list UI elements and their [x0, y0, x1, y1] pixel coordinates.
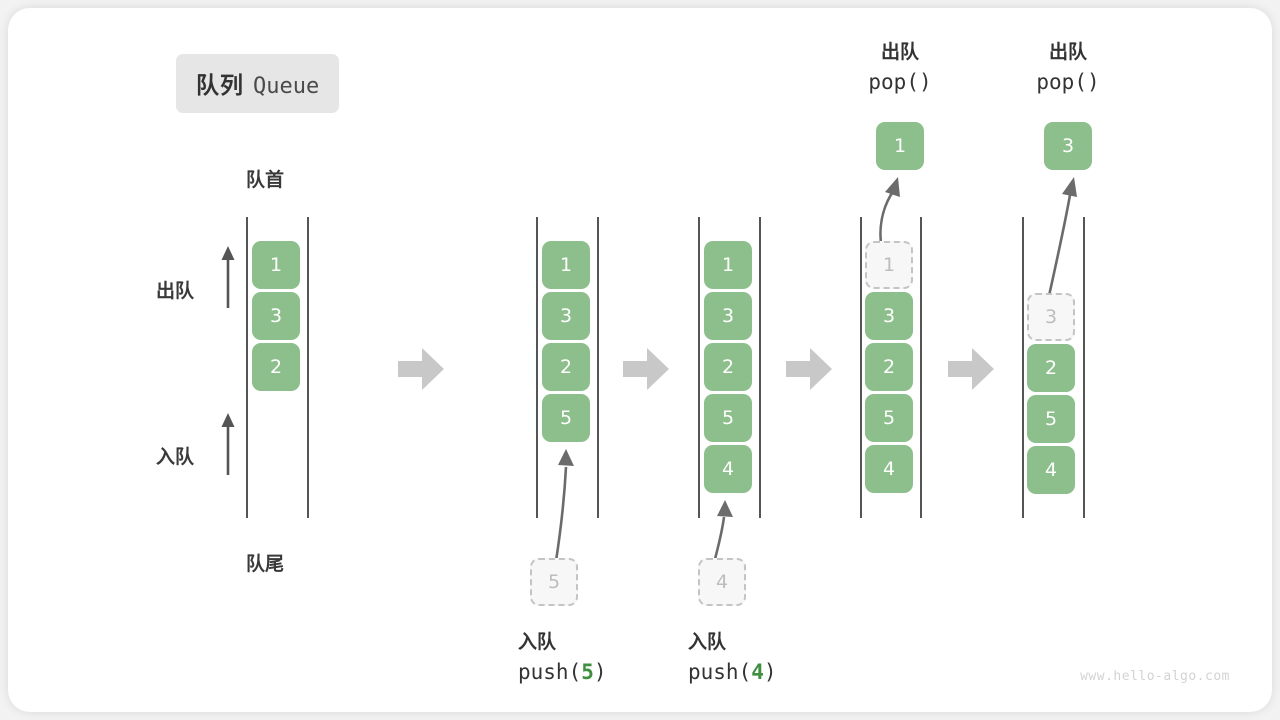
stage2-elements: 1 3 2 5	[542, 241, 590, 442]
push-5-code-start: push(	[518, 659, 582, 684]
push-5-label: 入队 push(5)	[458, 628, 658, 688]
push-5-label-code: push(5)	[458, 657, 658, 689]
pop-3-label-code: pop()	[1036, 69, 1100, 94]
title-en: Queue	[253, 74, 320, 99]
stage1-elements: 1 3 2	[252, 241, 300, 391]
push-5-code-end: )	[593, 659, 607, 684]
pending-element-ghost: 4	[698, 558, 746, 606]
stage3-rail-right	[759, 217, 761, 518]
stage4-elements: 1 3 2 5 4	[865, 241, 913, 493]
enqueue-direction-label: 入队	[156, 446, 195, 468]
dequeue-direction-arrow	[221, 246, 235, 308]
enqueue-direction-arrow	[221, 413, 235, 475]
queue-element: 2	[542, 343, 590, 391]
step-arrow	[623, 348, 669, 390]
pop-1-label-cn: 出队	[880, 41, 919, 63]
popped-element-ghost: 3	[1027, 293, 1075, 341]
stage2-rail-right	[597, 217, 599, 518]
stage1-rail-right	[307, 217, 309, 518]
queue-element: 5	[704, 394, 752, 442]
queue-element: 4	[704, 445, 752, 493]
queue-element: 2	[865, 343, 913, 391]
queue-element: 5	[1027, 395, 1075, 443]
queue-element: 1	[252, 241, 300, 289]
queue-element: 2	[252, 343, 300, 391]
push-4-label: 入队 push(4)	[628, 628, 828, 688]
title-cn: 队列	[196, 73, 244, 99]
queue-element: 5	[542, 394, 590, 442]
popped-element-ghost: 1	[865, 241, 913, 289]
step-arrow	[786, 348, 832, 390]
queue-element: 3	[865, 292, 913, 340]
queue-element: 1	[542, 241, 590, 289]
stage3-rail-left	[698, 217, 700, 518]
pop-1-label-code: pop()	[868, 69, 932, 94]
pop-3-label: 出队 pop()	[1008, 38, 1128, 98]
stage5-elements: 3 2 5 4	[1027, 293, 1075, 494]
push-4-label-cn: 入队	[688, 631, 727, 653]
step-arrow	[398, 348, 444, 390]
stage4-rail-right	[920, 217, 922, 518]
pop-1-label: 出队 pop()	[840, 38, 960, 98]
dequeue-direction-label: 出队	[156, 280, 195, 302]
stage5-rail-left	[1022, 217, 1024, 518]
queue-element: 2	[704, 343, 752, 391]
push-arrow	[712, 500, 733, 564]
pop-arrow	[1045, 177, 1077, 306]
diagram-card: 队列 Queue 队首 队尾 出队 入队 1 3 2 1 3 2 5 5 入队	[8, 8, 1272, 712]
push-4-label-code: push(4)	[628, 657, 828, 689]
queue-element: 3	[542, 292, 590, 340]
queue-element: 4	[1027, 446, 1075, 494]
popped-element: 1	[876, 122, 924, 170]
stage2-rail-left	[536, 217, 538, 518]
push-4-code-start: push(	[688, 659, 752, 684]
push-4-code-arg: 4	[751, 659, 764, 684]
title-badge: 队列 Queue	[176, 54, 340, 113]
watermark: www.hello-algo.com	[1080, 669, 1230, 684]
pop-3-label-cn: 出队	[1048, 41, 1087, 63]
queue-tail-label: 队尾	[246, 553, 285, 575]
queue-element: 2	[1027, 344, 1075, 392]
stage1-rail-left	[246, 217, 248, 518]
queue-head-label: 队首	[246, 169, 285, 191]
stage3-elements: 1 3 2 5 4	[704, 241, 752, 493]
step-arrow	[948, 348, 994, 390]
queue-element: 3	[252, 292, 300, 340]
queue-element: 5	[865, 394, 913, 442]
push-4-code-end: )	[763, 659, 777, 684]
push-arrow	[554, 449, 574, 562]
popped-element: 3	[1044, 122, 1092, 170]
queue-element: 1	[704, 241, 752, 289]
push-5-label-cn: 入队	[518, 631, 557, 653]
pending-element-ghost: 5	[530, 558, 578, 606]
stage4-rail-left	[860, 217, 862, 518]
stage5-rail-right	[1083, 217, 1085, 518]
push-5-code-arg: 5	[581, 659, 594, 684]
queue-element: 3	[704, 292, 752, 340]
queue-element: 4	[865, 445, 913, 493]
